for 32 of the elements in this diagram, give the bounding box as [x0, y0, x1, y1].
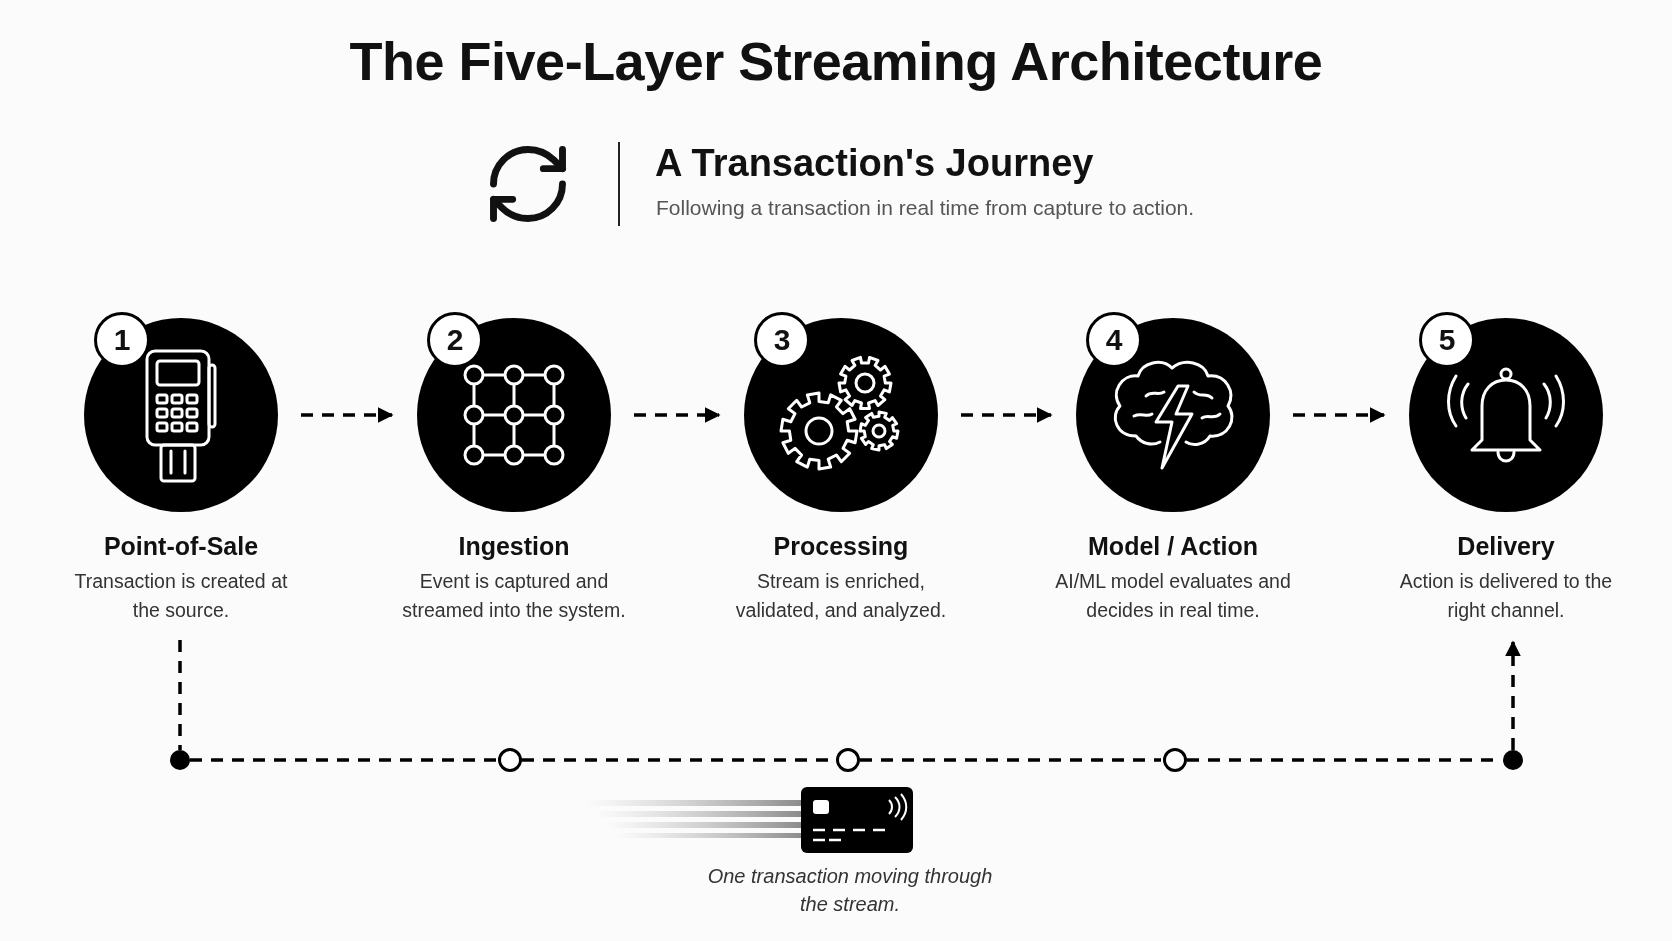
- step-description: Event is captured and streamed into the system.: [401, 569, 627, 623]
- dashed-connector: [190, 758, 496, 762]
- step-title: Point-of-Sale: [103, 532, 259, 561]
- step-description: Action is delivered to the right channel.: [1398, 569, 1614, 623]
- step-number: 5: [1419, 312, 1475, 368]
- step-number: 4: [1086, 312, 1142, 368]
- timeline-dot: [170, 750, 190, 770]
- dashed-arrow: [1293, 407, 1386, 423]
- diagram-title: The Five-Layer Streaming Architecture: [348, 30, 1324, 92]
- timeline-dot: [1503, 750, 1523, 770]
- step-description: AI/ML model evaluates and decides in real time.: [1054, 569, 1292, 623]
- figure-caption: One transaction moving through the stream.: [706, 864, 994, 917]
- step-number: 3: [754, 312, 810, 368]
- step-title: Processing: [773, 532, 909, 561]
- section-subtitle: Following a transaction in real time from capture to action.: [656, 196, 1195, 220]
- dashed-connector: [178, 640, 182, 750]
- timeline-ring: [498, 748, 522, 772]
- timeline-ring: [836, 748, 860, 772]
- step-description: Stream is enriched, validated, and analyzed.: [734, 569, 948, 623]
- dashed-arrow: [301, 407, 394, 423]
- section-heading: A Transaction's Journey: [655, 142, 1094, 185]
- dashed-connector: [860, 758, 1161, 762]
- dashed-arrow: [634, 407, 721, 423]
- step-number: 2: [427, 312, 483, 368]
- dashed-arrow: [1505, 640, 1521, 750]
- dashed-arrow: [961, 407, 1053, 423]
- step-description: Transaction is created at the source.: [73, 569, 289, 623]
- timeline-ring: [1163, 748, 1187, 772]
- step-title: Model / Action: [1088, 532, 1258, 561]
- step-title: Ingestion: [458, 532, 570, 561]
- step-number: 1: [94, 312, 150, 368]
- step-title: Delivery: [1457, 532, 1555, 561]
